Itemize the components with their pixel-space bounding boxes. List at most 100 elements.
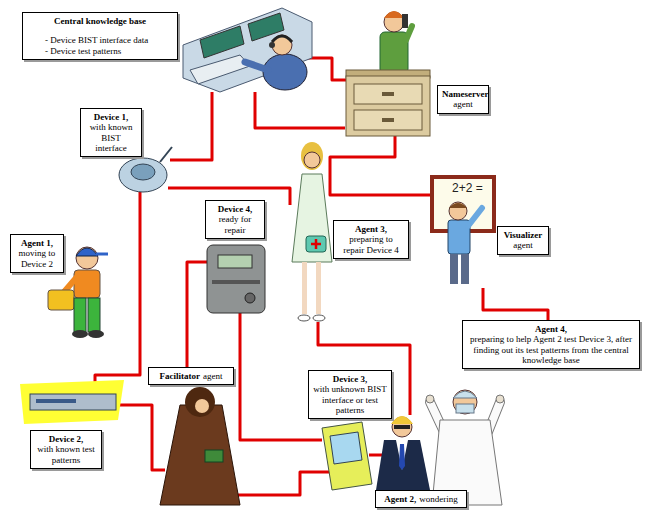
network-wires-part: [187, 262, 207, 367]
device-3-figure-part: [322, 422, 372, 490]
nameserver-figure-part: [354, 110, 422, 130]
operator-figure-part: [200, 26, 244, 58]
callout-box: Device 1,with known BIST interface: [80, 108, 142, 157]
agent-4-figure-part: [496, 395, 504, 403]
facilitator-figure-part: [160, 405, 240, 505]
agent-1-figure-part: [74, 270, 100, 298]
callout-box: Agent 2,wondering: [375, 490, 467, 508]
callout-box: Nameserveragent: [437, 85, 489, 114]
agent-3-figure-part: [301, 142, 323, 170]
callout-text: agent: [442, 99, 484, 109]
device-2-figure-part: [30, 394, 116, 410]
agent-2-figure-part: [396, 440, 408, 470]
facilitator-figure-part: [185, 387, 215, 417]
agent-4-figure-part: [456, 404, 474, 413]
device-4-figure-part: [245, 293, 255, 303]
nameserver-figure-part: [384, 11, 404, 18]
facilitator-figure-part: [195, 399, 209, 413]
network-wires-part: [483, 288, 548, 320]
agent-3-figure-part: [302, 262, 307, 314]
device-2-figure-part: [20, 380, 124, 424]
device-2-figure: [20, 380, 124, 424]
device-3-figure-part: [330, 432, 362, 464]
callout-text: agent: [203, 371, 223, 381]
agent-3-figure-part: [306, 236, 326, 252]
callout-box: Device 2,with known test patterns: [30, 430, 102, 469]
agent-2-figure-part: [391, 416, 413, 424]
agent-3-figure-part: [311, 239, 321, 249]
callout-text: - Device test patterns: [27, 46, 173, 56]
callout-title: Agent 4,: [467, 324, 635, 334]
agent-4-figure-part: [453, 390, 477, 414]
agent-1-figure-part: [48, 290, 74, 310]
callout-text: preparing to repair Device 4: [338, 234, 404, 255]
nameserver-figure-part: [382, 92, 394, 96]
agent-3-figure-part: [304, 152, 320, 168]
operator-figure-part: [269, 42, 275, 48]
network-wires-part: [255, 92, 345, 128]
callout-title: Device 2,: [35, 434, 97, 444]
device-3-figure: [322, 422, 372, 490]
network-wires-part: [95, 192, 140, 390]
callout-title: Agent 1,: [15, 238, 59, 248]
facilitator-figure: [160, 387, 240, 505]
visualizer-figure-part: [468, 208, 482, 226]
agent-3-figure-part: [292, 174, 332, 262]
network-wires-part: [238, 472, 330, 495]
nameserver-figure-part: [384, 12, 404, 32]
callout-title: Agent 3,: [338, 224, 404, 234]
nameserver-figure: [346, 11, 430, 136]
operator-figure-part: [245, 62, 268, 70]
agent-4-figure-part: [453, 391, 477, 398]
agent-3-figure: [292, 142, 332, 321]
callout-text: moving to Device 2: [15, 248, 59, 269]
callout-box: Agent 3,preparing to repair Device 4: [333, 220, 409, 259]
callout-title: Device 3,: [313, 374, 387, 384]
agent-2-figure-part: [399, 444, 405, 470]
agent-1-figure-part: [76, 247, 98, 269]
agent-3-figure-part: [298, 315, 310, 321]
agent-1-figure-part: [72, 330, 88, 338]
agent-1-figure-part: [88, 298, 100, 332]
agent-2-figure-part: [376, 440, 430, 490]
network-wires-part: [300, 58, 350, 80]
nameserver-figure-part: [354, 84, 422, 104]
callout-box: Device 3,with unknown BIST interface or …: [308, 370, 392, 419]
callout-box: Visualizeragent: [497, 226, 549, 255]
nameserver-figure-part: [382, 118, 394, 122]
callout-title: Central knowledge base: [27, 16, 173, 26]
callout-box: Device 4,ready for repair: [205, 200, 265, 239]
operator-figure-part: [190, 55, 250, 84]
nameserver-figure-part: [346, 76, 430, 136]
device-4-figure-part: [218, 255, 252, 268]
callout-text: with unknown BIST interface or test patt…: [313, 384, 387, 415]
callout-text: - Device BIST interface data: [27, 35, 173, 45]
agent-4-figure: [426, 390, 504, 505]
device-2-figure-part: [36, 399, 76, 403]
facilitator-figure-part: [205, 450, 223, 462]
callout-title: Nameserver: [442, 89, 484, 99]
device-4-figure-part: [207, 245, 265, 313]
agent-1-figure-part: [88, 330, 104, 338]
callout-box: Agent 1,moving to Device 2: [10, 234, 64, 273]
callout-text: preparing to help Agent 2 test Device 3,…: [467, 334, 635, 365]
network-wires-part: [170, 92, 212, 160]
callout-text: wondering: [419, 494, 458, 504]
visualizer-figure: [430, 175, 496, 284]
callout-box: Central knowledge base - Device BIST inte…: [22, 12, 178, 60]
callout-title: Agent 2,: [384, 494, 416, 504]
visualizer-figure-part: [449, 203, 467, 208]
callout-text: with known BIST interface: [85, 122, 137, 153]
visualizer-figure-part: [449, 202, 467, 220]
agent-3-figure-part: [316, 262, 321, 314]
device-1-figure-part: [119, 158, 167, 192]
device-1-figure-part: [131, 164, 155, 180]
operator-figure: [183, 8, 312, 92]
device-1-figure-part: [160, 147, 172, 162]
nameserver-figure-part: [402, 14, 408, 28]
board-text: 2+2 =: [452, 181, 483, 195]
agent-2-figure-part: [394, 425, 410, 429]
callout-title: Facilitator: [160, 371, 200, 381]
agent-1-figure-part: [74, 298, 86, 332]
